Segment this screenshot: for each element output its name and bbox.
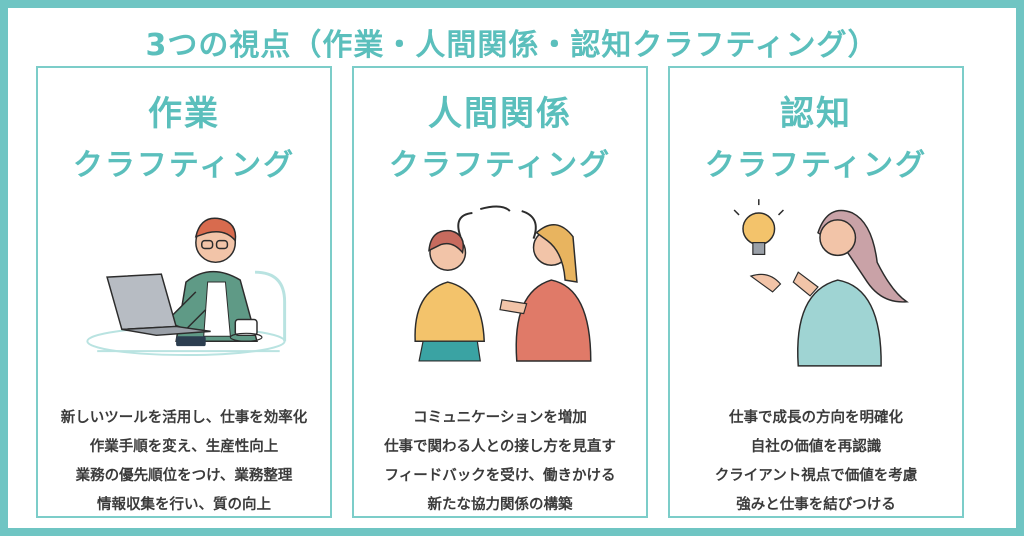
card-heading: 人間関係 <box>428 94 572 134</box>
card-subheading: クラフティング <box>704 148 928 183</box>
point-item: 新しいツールを活用し、仕事を効率化 <box>60 410 308 426</box>
point-item: コミュニケーションを増加 <box>413 410 587 426</box>
point-list: コミュニケーションを増加 仕事で関わる人との接し方を見直す フィードバックを受け… <box>354 404 646 520</box>
point-item: 仕事で関わる人との接し方を見直す <box>384 439 616 455</box>
card-task-crafting: 作業 クラフティング 新しい <box>36 66 332 518</box>
card-heading: 認知 <box>780 94 852 134</box>
point-item: 強みと仕事を結びつける <box>736 497 896 513</box>
point-item: 仕事で成長の方向を明確化 <box>729 410 903 426</box>
card-subheading: クラフティング <box>72 148 296 183</box>
card-relational-crafting: 人間関係 クラフティング コミュニケーションを増加 仕事で関わる人との接し方を見… <box>352 66 648 518</box>
point-item: クライアント視点で価値を考慮 <box>714 468 918 484</box>
card-subheading: クラフティング <box>388 148 612 183</box>
point-item: フィードバックを受け、働きかける <box>384 468 616 484</box>
point-list: 仕事で成長の方向を明確化 自社の価値を再認識 クライアント視点で価値を考慮 強み… <box>670 404 962 520</box>
infographic-frame: 3つの視点（作業・人間関係・認知クラフティング） 作業 クラフティング <box>8 8 1016 528</box>
point-item: 業務の優先順位をつけ、業務整理 <box>75 468 293 484</box>
card-cognitive-crafting: 認知 クラフティング 仕事で成長の方向を明確化 自社の価値を再認識 クライアント… <box>668 66 964 518</box>
page-title: 3つの視点（作業・人間関係・認知クラフティング） <box>145 28 879 63</box>
point-item: 情報収集を行い、質の向上 <box>97 497 271 513</box>
point-list: 新しいツールを活用し、仕事を効率化 作業手順を変え、生産性向上 業務の優先順位を… <box>38 404 330 520</box>
card-heading: 作業 <box>148 94 220 134</box>
point-item: 作業手順を変え、生産性向上 <box>89 439 279 455</box>
two-women-talking-illustration <box>414 205 592 362</box>
point-item: 自社の価値を再認識 <box>750 439 882 455</box>
woman-lightbulb-idea-illustration <box>733 199 909 367</box>
man-working-laptop-illustration <box>86 217 287 357</box>
point-item: 新たな協力関係の構築 <box>427 497 573 513</box>
